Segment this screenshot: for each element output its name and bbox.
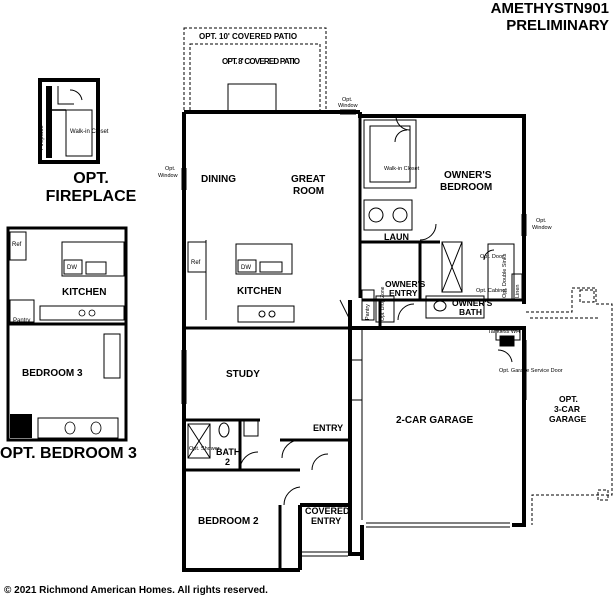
- opt-drop-zone-label: Opt. Drop Zone: [380, 286, 386, 321]
- covered-entry-label-2: ENTRY: [311, 516, 341, 526]
- bedroom3-inset: Ref DW KITCHEN Pantry BEDROOM 3: [6, 226, 128, 442]
- bath2-fixtures: [187, 419, 301, 471]
- kitchen-fixtures: [187, 240, 295, 323]
- opt-window-top-2: Window: [338, 103, 358, 109]
- plan-name: AMETHYSTN901: [490, 0, 609, 17]
- laun-label: LAUN: [384, 232, 409, 242]
- kitchen-ref: Ref: [191, 260, 201, 266]
- owners-bath-label-2: BATH: [459, 307, 482, 317]
- owners-entry-fixtures: [339, 289, 415, 323]
- entry-label: ENTRY: [313, 423, 343, 433]
- linen-label: Linen: [515, 285, 521, 298]
- opt-window-right-2: Window: [532, 225, 552, 231]
- entry-doors: [283, 115, 411, 506]
- opt-garage-service-door-label: Opt. Garage Service Door: [499, 368, 563, 374]
- covered-entry-label-1: COVERED: [305, 506, 350, 516]
- inset-ref: Ref: [12, 242, 22, 248]
- owners-bath-label-1: OWNER'S: [452, 298, 493, 308]
- opt-shower-label: Opt. Shower: [189, 446, 220, 452]
- opt-door-label: Opt. Door: [480, 254, 504, 260]
- inset-dw: DW: [67, 265, 77, 271]
- tankless-wh-label: Tankless WH: [488, 329, 520, 335]
- owners-entry-label-2: ENTRY: [389, 288, 418, 298]
- plan-status: PRELIMINARY: [506, 17, 609, 34]
- owners-entry-label-1: OWNER'S: [385, 279, 426, 289]
- garage-2car-label: 2-CAR GARAGE: [396, 415, 474, 426]
- windows: [181, 109, 527, 557]
- plan-header: AMETHYSTN901 PRELIMINARY: [491, 0, 609, 34]
- kitchen-dw: DW: [241, 265, 251, 271]
- great-room-label-2: ROOM: [293, 186, 324, 197]
- opt-cabinet-label: Opt. Cabinet: [476, 288, 507, 294]
- opt-window-left-2: Window: [158, 173, 178, 179]
- opt-patios: OPT. 10' COVERED PATIO OPT. 8' COVERED P…: [183, 27, 327, 113]
- opt-double-sinks-label: Opt. Double Sinks: [502, 253, 508, 298]
- copyright-notice: © 2021 Richmond American Homes. All righ…: [4, 585, 268, 596]
- owners-bedroom-label-2: BEDROOM: [440, 182, 492, 193]
- opt-8-covered-patio-label: OPT. 8' COVERED PATIO: [222, 57, 300, 66]
- inset-kitchen-label: KITCHEN: [62, 287, 106, 298]
- dining-label: DINING: [201, 174, 236, 185]
- fireplace-label: Fireplace: [39, 125, 45, 150]
- bath2-label-num: 2: [225, 457, 230, 467]
- opt-3car-label-3: GARAGE: [549, 414, 587, 424]
- opt-10-covered-patio-label: OPT. 10' COVERED PATIO: [199, 32, 297, 41]
- opt-3car-garage: [526, 287, 613, 525]
- kitchen-label: KITCHEN: [237, 286, 281, 297]
- opt-window-top-1: Opt.: [342, 97, 353, 103]
- opt-3car-label-2: 3-CAR: [554, 404, 580, 414]
- opt-window-right-1: Opt.: [536, 218, 547, 224]
- study-label: STUDY: [226, 369, 260, 380]
- owners-walkin-closet: Walk-in Closet: [384, 166, 420, 172]
- pantry-label: Pantry: [365, 304, 371, 320]
- owners-suite-fixtures: [363, 119, 523, 319]
- fireplace-inset: Fireplace Walk-in Closet: [38, 78, 109, 164]
- inset-bedroom3-label: BEDROOM 3: [22, 368, 83, 379]
- opt-bedroom3-title: OPT. BEDROOM 3: [0, 445, 137, 462]
- opt-3car-label-1: OPT.: [559, 394, 578, 404]
- main-walls: [182, 110, 526, 572]
- bedroom2-label: BEDROOM 2: [198, 516, 259, 527]
- inset-pantry: Pantry: [13, 318, 30, 324]
- opt-fireplace-title: OPT. FIREPLACE: [45, 170, 137, 205]
- walkin-closet-label: Walk-in Closet: [70, 129, 109, 135]
- bath2-label: BATH: [216, 447, 240, 457]
- great-room-label-1: GREAT: [291, 174, 325, 185]
- garage-fixtures: [352, 329, 527, 520]
- owners-bedroom-label-1: OWNER'S: [444, 170, 492, 181]
- opt-window-left-1: Opt.: [165, 166, 176, 172]
